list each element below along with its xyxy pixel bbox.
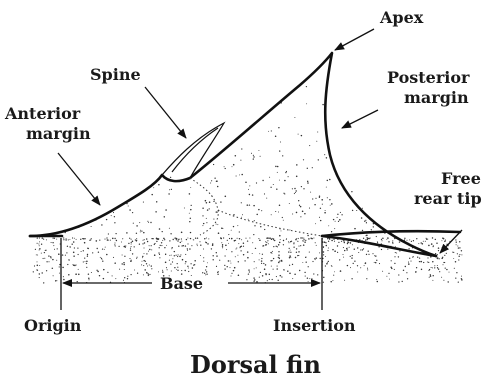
anterior-margin-arrow bbox=[58, 153, 100, 205]
spine-arrow bbox=[145, 87, 186, 138]
label-free-1: Free bbox=[441, 169, 481, 188]
diagram-title: Dorsal fin bbox=[190, 350, 321, 379]
label-free-2: rear tip bbox=[414, 189, 482, 208]
label-apex: Apex bbox=[379, 8, 424, 27]
spine-inner bbox=[172, 128, 218, 172]
label-spine: Spine bbox=[90, 65, 141, 84]
label-base: Base bbox=[160, 274, 203, 293]
inner-dotted-line bbox=[190, 178, 218, 235]
label-posterior-2: margin bbox=[404, 88, 469, 107]
body-stipple bbox=[33, 237, 463, 283]
apex-arrow bbox=[335, 29, 374, 50]
label-insertion: Insertion bbox=[273, 316, 356, 335]
label-anterior-1: Anterior bbox=[4, 104, 81, 123]
free-rear-tip-arrow bbox=[440, 230, 462, 253]
fin-stipple bbox=[64, 86, 400, 240]
posterior-edge-lower bbox=[322, 236, 436, 256]
label-posterior-1: Posterior bbox=[387, 68, 470, 87]
label-origin: Origin bbox=[24, 316, 82, 335]
spine-shape bbox=[162, 123, 224, 178]
label-anterior-2: margin bbox=[26, 124, 91, 143]
inner-dotted-line-2 bbox=[218, 210, 322, 236]
posterior-margin-arrow bbox=[342, 110, 378, 128]
